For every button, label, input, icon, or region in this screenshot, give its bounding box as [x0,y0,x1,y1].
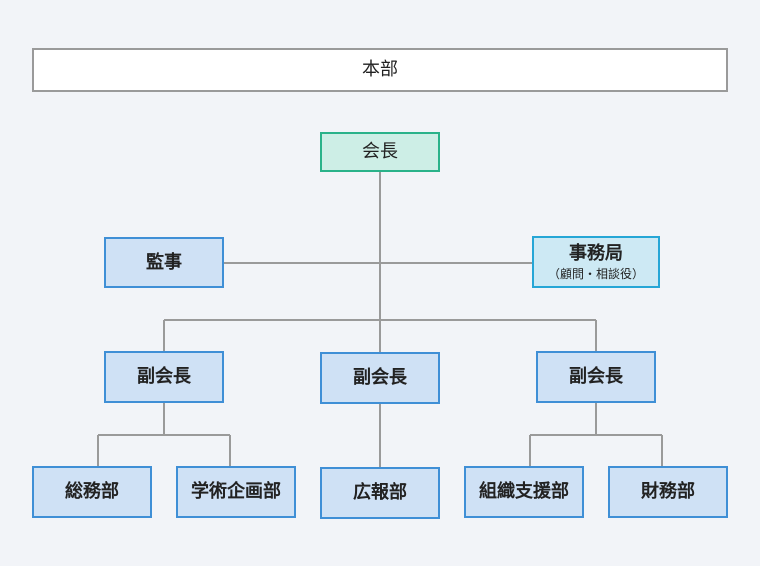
vice-chair-label: 副会長 [569,366,623,388]
department-box-finance: 財務部 [608,466,728,518]
vice-chair-box-2: 副会長 [320,352,440,404]
secretariat-label: 事務局 [569,242,623,264]
headquarters-box: 本部 [32,48,728,92]
department-box-general-affairs: 総務部 [32,466,152,518]
department-label: 財務部 [641,481,695,503]
chairman-label: 会長 [362,141,398,163]
department-box-academic-planning: 学術企画部 [176,466,296,518]
department-box-organization-support: 組織支援部 [464,466,584,518]
headquarters-label: 本部 [362,59,398,81]
vice-chair-label: 副会長 [137,366,191,388]
chairman-box: 会長 [320,132,440,172]
department-label: 組織支援部 [479,481,569,503]
department-label: 総務部 [65,481,119,503]
department-box-public-relations: 広報部 [320,467,440,519]
department-label: 学術企画部 [191,481,281,503]
auditor-box: 監事 [104,237,224,288]
department-label: 広報部 [353,482,407,504]
vice-chair-box-1: 副会長 [104,351,224,403]
auditor-label: 監事 [146,251,182,273]
secretariat-note: （顧問・相談役） [547,267,644,282]
vice-chair-box-3: 副会長 [536,351,656,403]
secretariat-box: 事務局 （顧問・相談役） [532,236,660,288]
vice-chair-label: 副会長 [353,367,407,389]
